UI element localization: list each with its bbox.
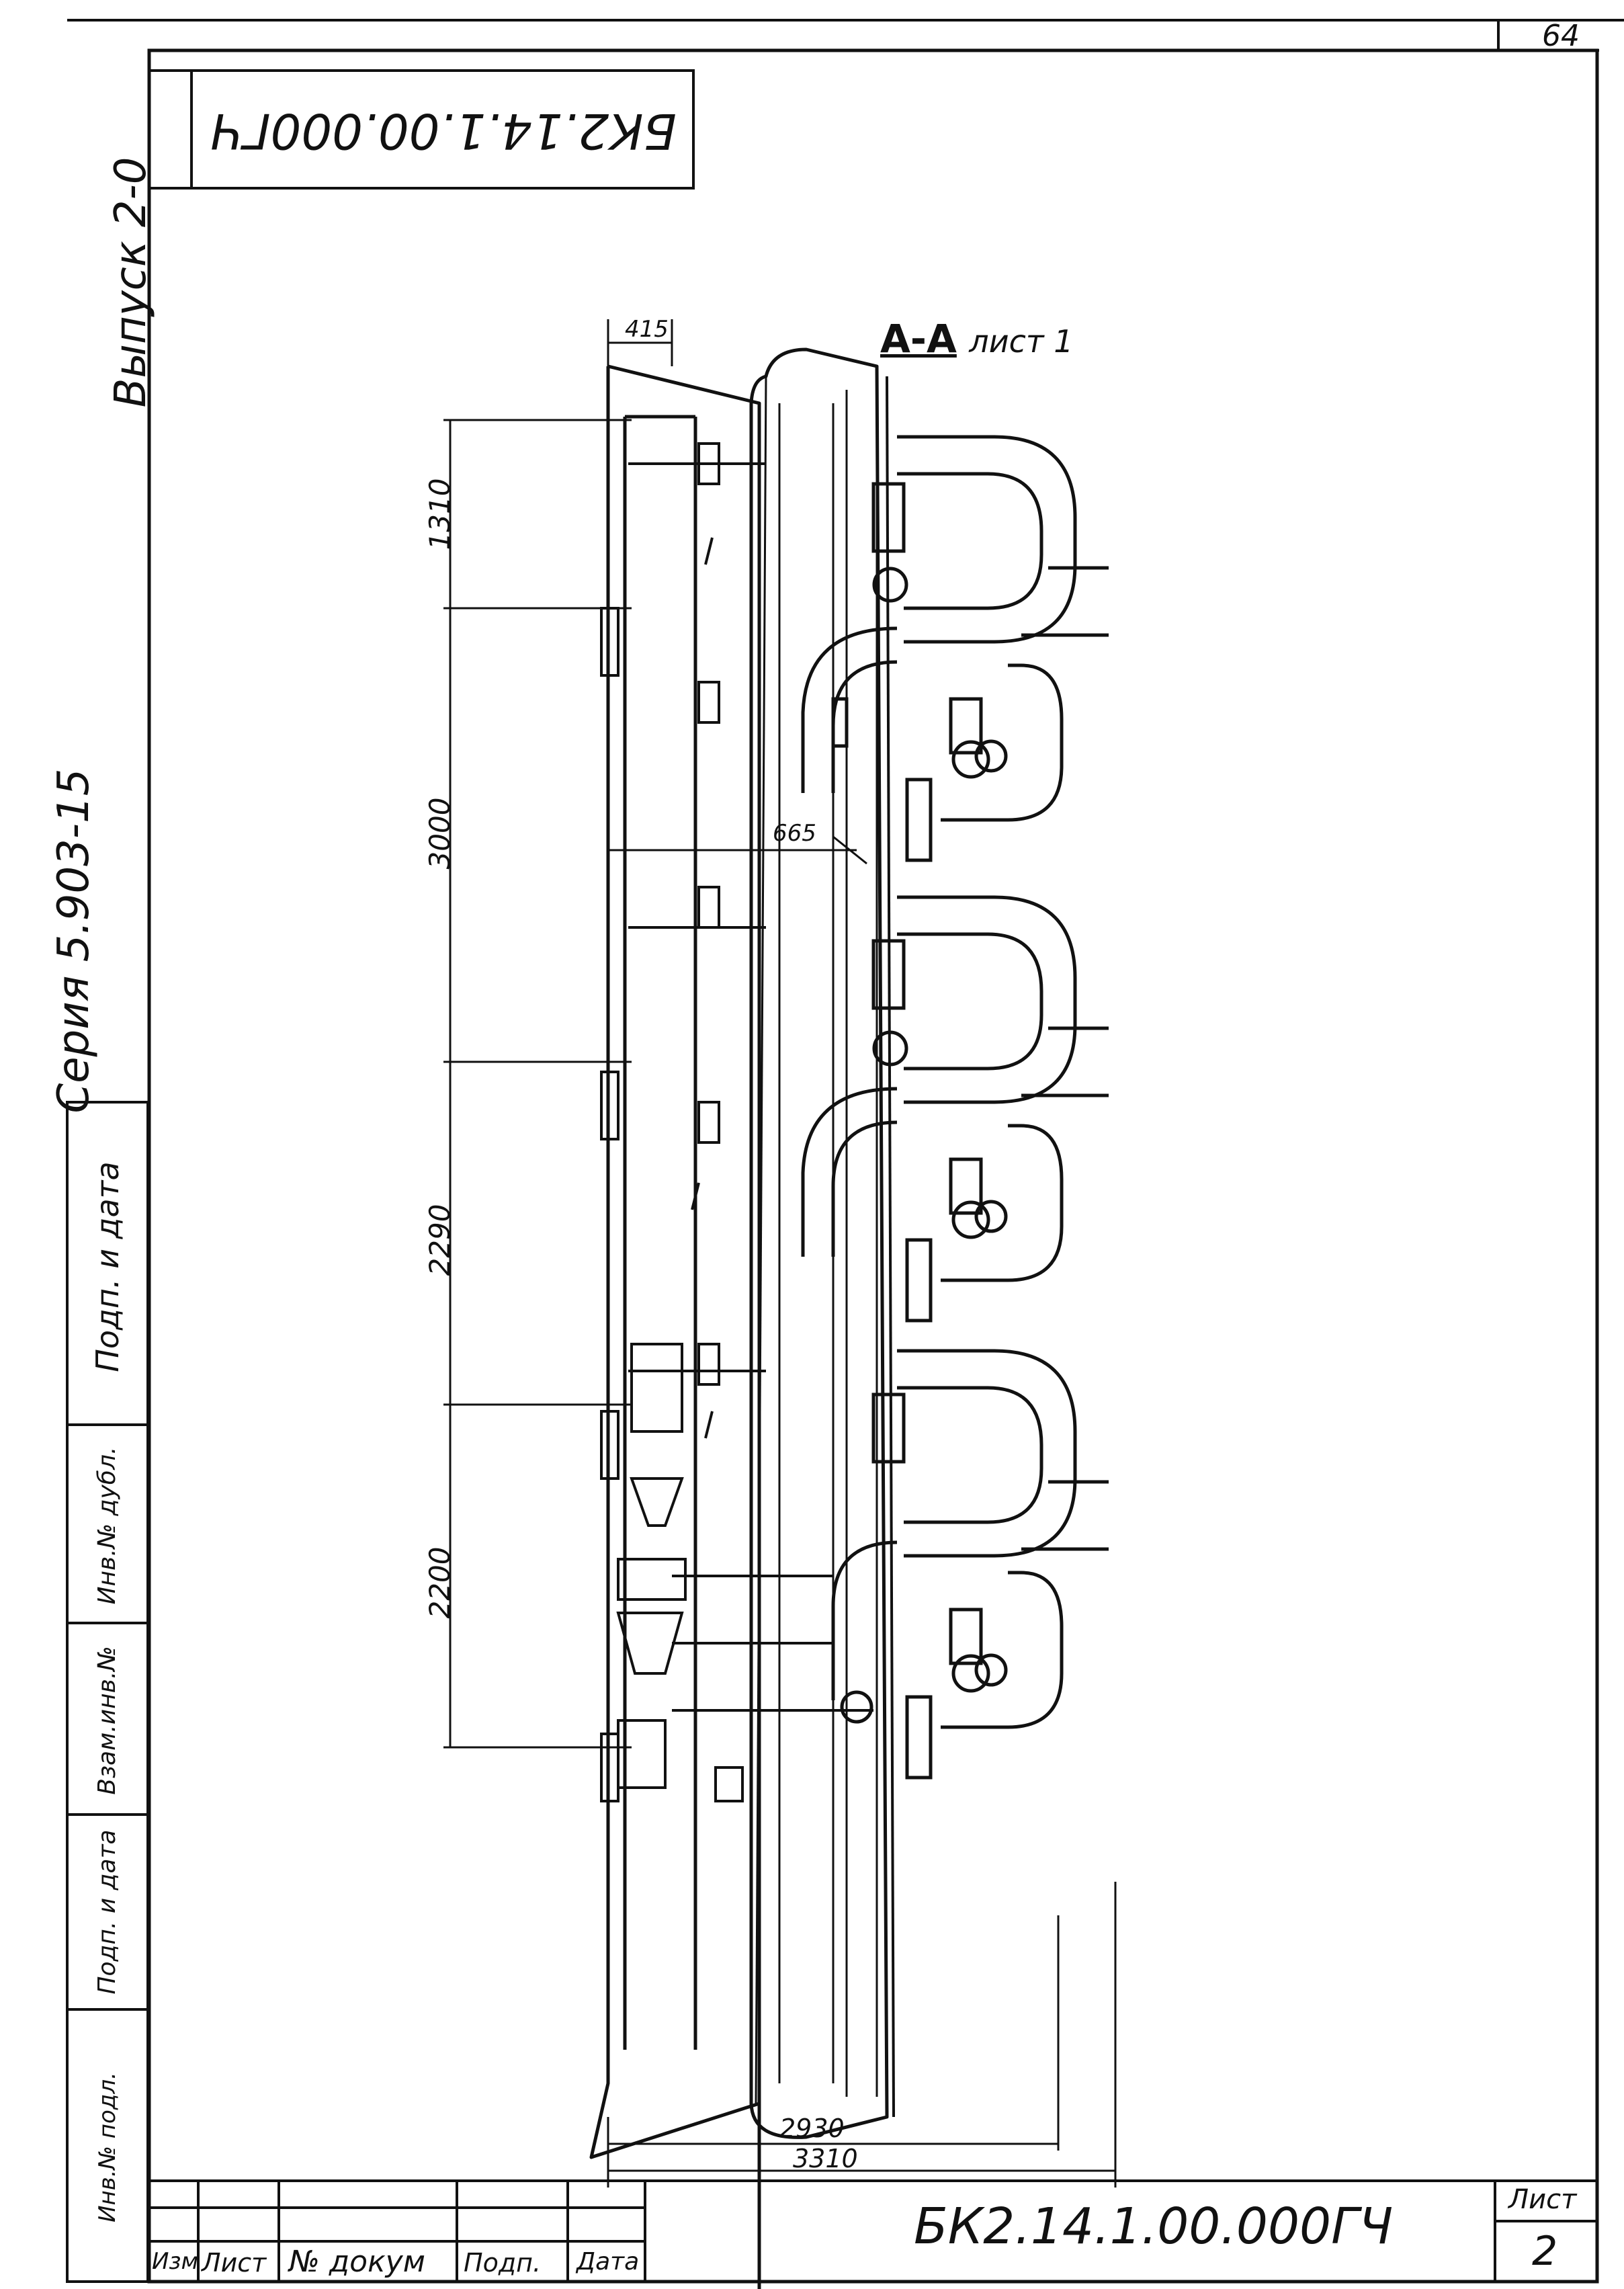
tb-doc-code: БК2.14.1.00.000ГЧ xyxy=(914,2198,1394,2255)
section-letters: А-А xyxy=(880,316,957,362)
tb-header-sign: Подп. xyxy=(464,2248,542,2278)
tb-header-docnum: № докум xyxy=(289,2245,425,2279)
section-label: А-А лист 1 xyxy=(880,316,1074,362)
tb-header-date: Дата xyxy=(576,2248,640,2276)
dim-top-width: 415 xyxy=(625,316,669,343)
dim-pitch-2: 3000 xyxy=(423,797,456,870)
stamp-field-orig-inv: Инв.№ подл. xyxy=(94,2072,121,2222)
tb-sheet-label: Лист xyxy=(1508,2184,1577,2215)
rotated-doc-code: БК2.14.1.00.000ГЧ xyxy=(210,103,677,159)
page-number: 64 xyxy=(1542,19,1580,53)
dim-pitch-3: 2290 xyxy=(423,1204,456,1276)
issue-label: Выпуск 2-0 xyxy=(106,157,156,408)
dim-pitch-1: 1310 xyxy=(423,478,456,550)
tb-sheet-number: 2 xyxy=(1532,2228,1558,2275)
tb-header-sheet: Лист xyxy=(202,2248,267,2278)
dim-mid-offset: 665 xyxy=(773,820,816,847)
section-reference: лист 1 xyxy=(969,323,1074,360)
dim-width-inner: 2930 xyxy=(779,2114,845,2143)
stamp-field-sub-date-1: Подп. и дата xyxy=(89,1161,126,1372)
tb-header-rev: Изм xyxy=(152,2248,199,2275)
dim-pitch-4: 2200 xyxy=(423,1546,456,1619)
stamp-field-dup-inv: Инв.№ дубл. xyxy=(93,1446,121,1605)
stamp-field-sub-date-2: Подп. и дата xyxy=(93,1829,121,1995)
stamp-field-replace-inv: Взам.инв.№ xyxy=(93,1646,121,1795)
dim-width-overall: 3310 xyxy=(793,2144,858,2173)
